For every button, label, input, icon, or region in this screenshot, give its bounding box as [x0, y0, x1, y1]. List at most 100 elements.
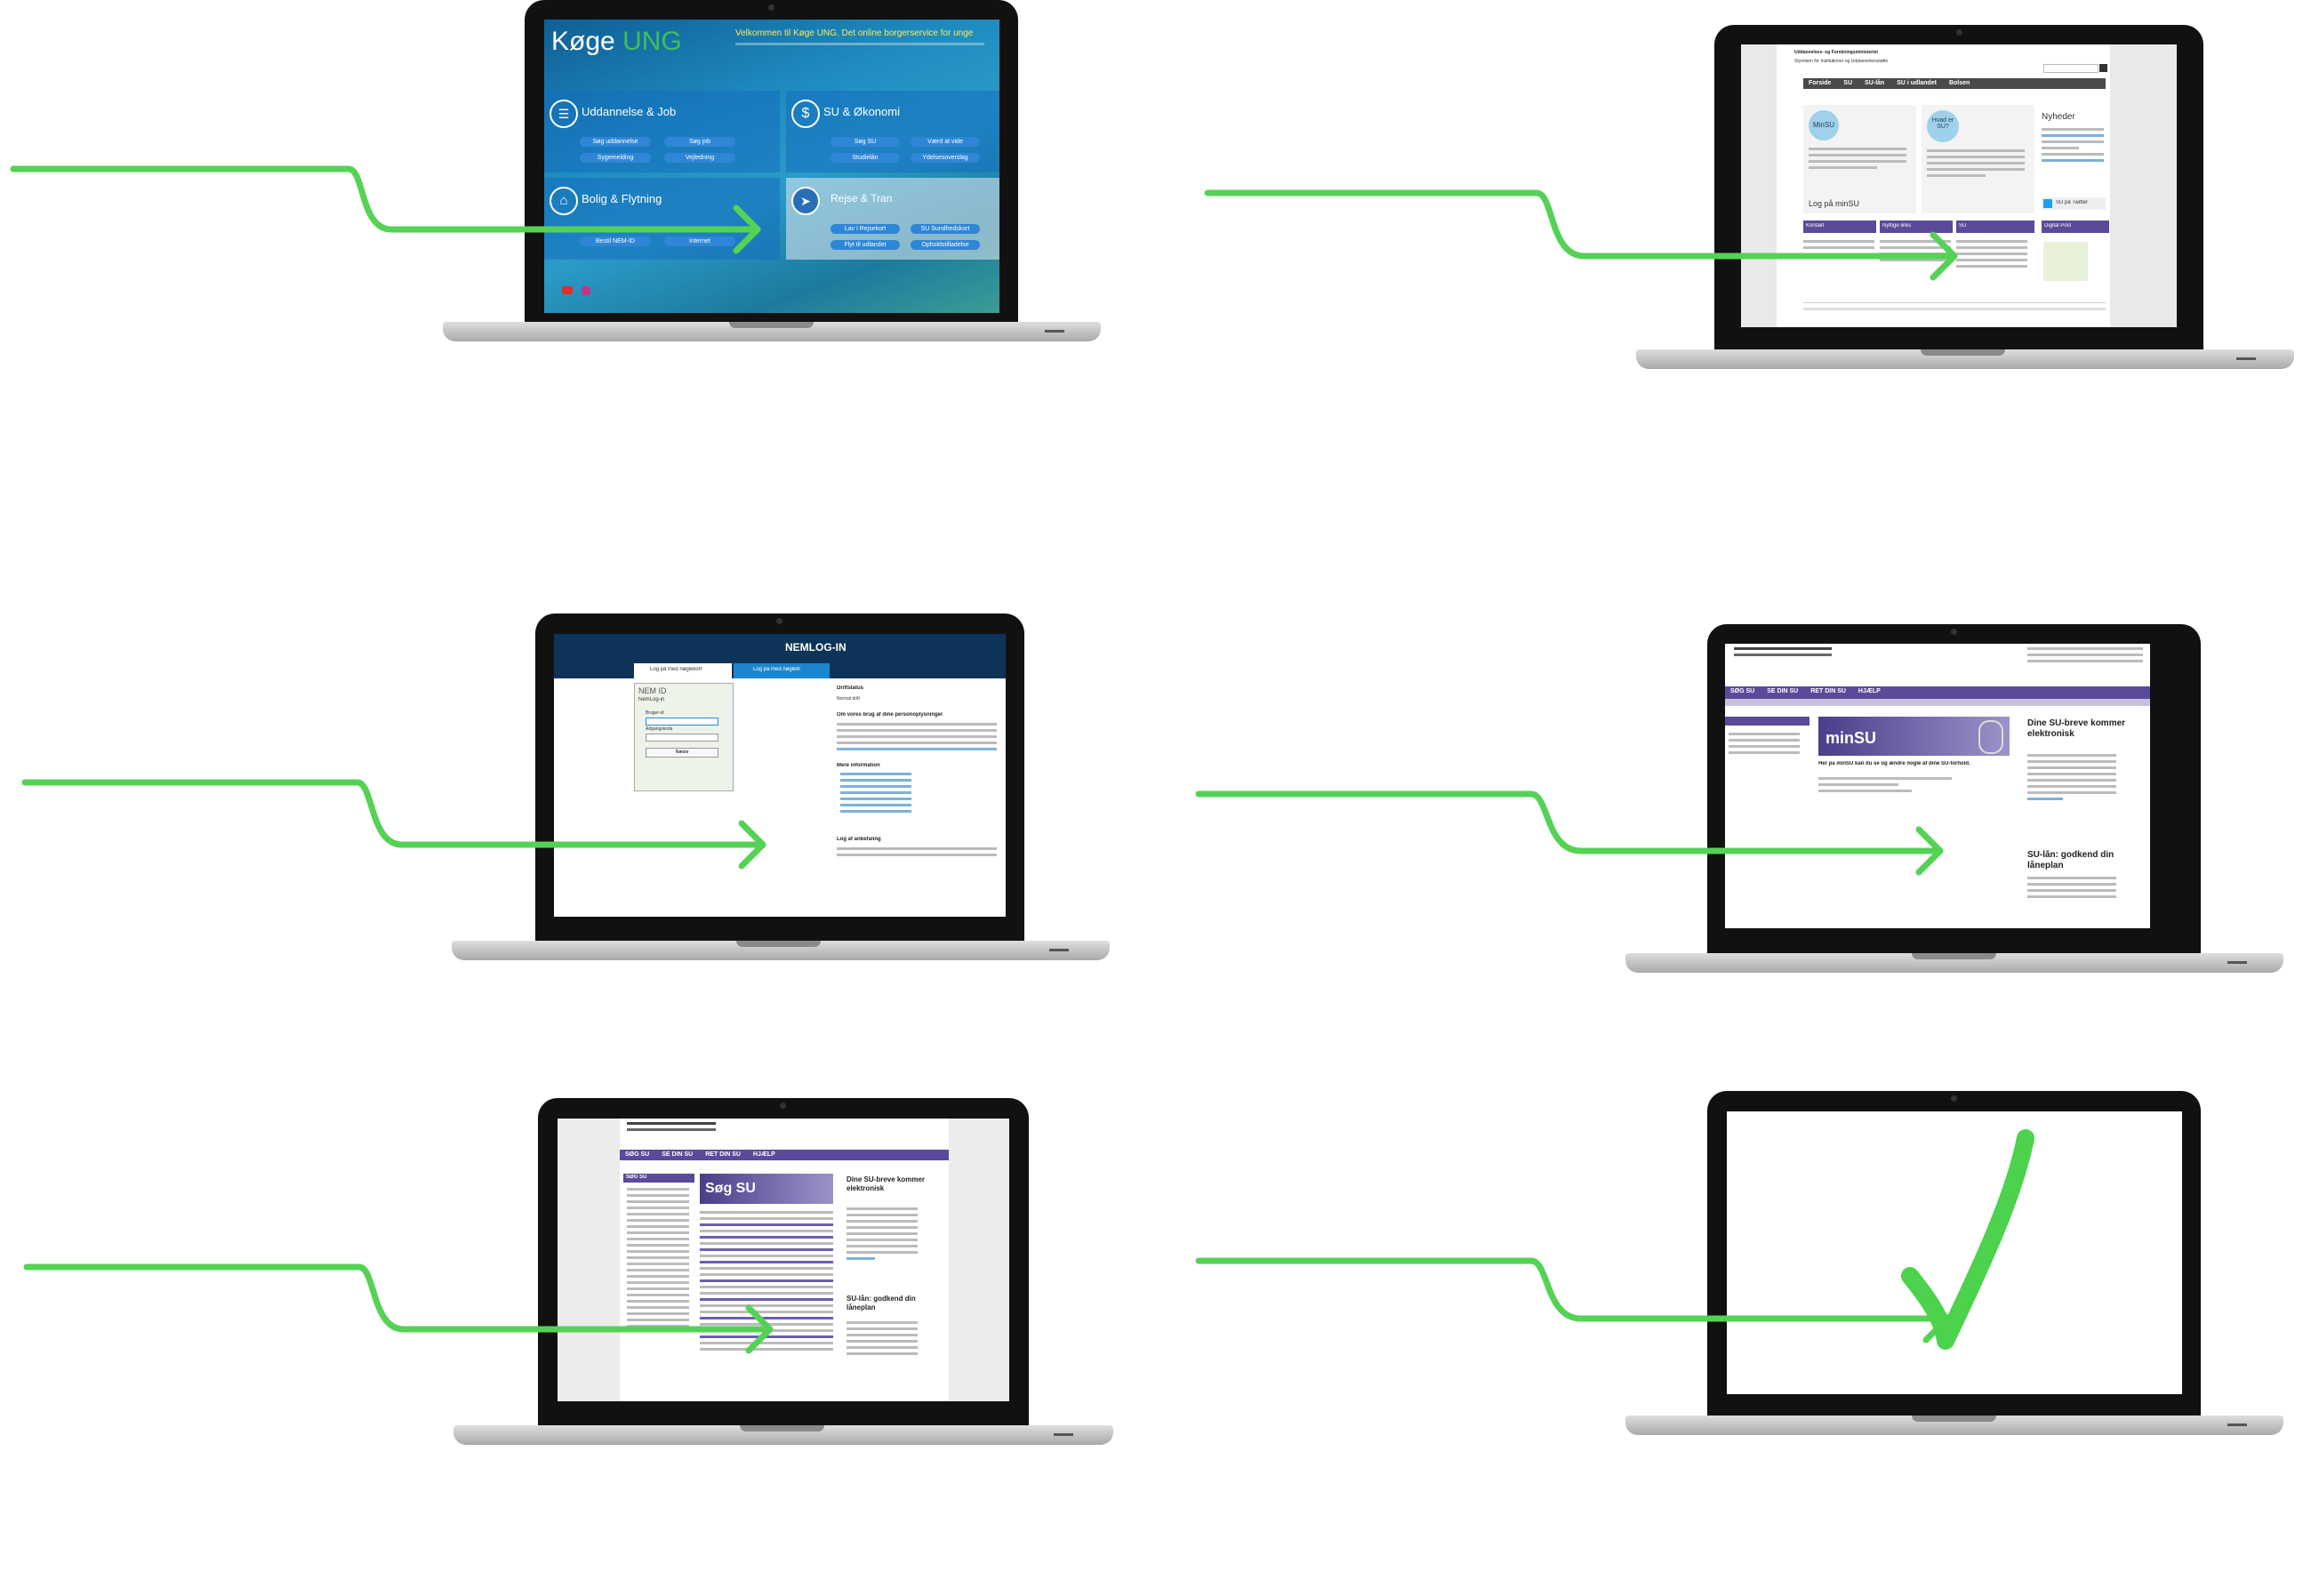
- tile-button[interactable]: Studielån: [831, 153, 900, 163]
- screen-su-home: Uddannelses- og Forskningsministeriet St…: [1741, 44, 2177, 327]
- side-menu: [627, 1188, 689, 1331]
- side-header: SØG SU: [623, 1174, 694, 1183]
- subnav: [1725, 699, 2150, 706]
- next-button[interactable]: Næste: [646, 748, 718, 758]
- right-text: [847, 1207, 918, 1263]
- nav-item[interactable]: RET DIN SU: [705, 1151, 741, 1158]
- search-icon[interactable]: [2099, 64, 2107, 72]
- tile-button[interactable]: Bestil NEM-ID: [580, 237, 651, 246]
- tile-uddannelse-job[interactable]: ☰ Uddannelse & Job Søg uddannelse Søg jo…: [544, 91, 780, 172]
- tab-keyfile[interactable]: Log på med nøglefil: [734, 663, 830, 678]
- laptop-notch: [736, 941, 821, 947]
- laptop-base: [443, 322, 1101, 341]
- book-icon: ☰: [550, 100, 578, 128]
- main-text: [700, 1211, 833, 1354]
- laptop-notch: [1921, 349, 2005, 356]
- nav-item[interactable]: Forside: [1809, 80, 1832, 86]
- ministry-header: [627, 1122, 716, 1135]
- laptop-base: [452, 941, 1110, 960]
- card-minsu[interactable]: MinSU Log på minSU: [1803, 105, 1916, 213]
- main-nav: Forside SU SU-lån SU i udlandet Bolsen: [1803, 78, 2106, 89]
- laptop-indicator: [1054, 1433, 1073, 1436]
- tile-title: SU & Økonomi: [823, 105, 900, 118]
- laptop-indicator: [1049, 949, 1069, 951]
- tile-button[interactable]: Lav i Rejsekort: [831, 224, 900, 234]
- login-subtitle: NemLog-in: [638, 697, 665, 702]
- dollar-icon: $: [791, 100, 820, 128]
- tab-su[interactable]: SU: [1956, 221, 2034, 233]
- search-input[interactable]: [2043, 64, 2098, 73]
- tile-button[interactable]: SU Sundhedskort: [911, 224, 980, 234]
- webcam: [780, 1103, 786, 1109]
- card-text: [1927, 149, 2025, 180]
- main-nav: SØG SU SE DIN SU RET DIN SU HJÆLP: [620, 1150, 949, 1160]
- tile-button[interactable]: Søg job: [664, 137, 735, 147]
- nav-item[interactable]: HJÆLP: [1858, 688, 1881, 694]
- nav-item[interactable]: HJÆLP: [752, 1151, 775, 1158]
- tile-button[interactable]: Værd at vide: [911, 137, 980, 147]
- laptop-indicator: [1045, 330, 1064, 333]
- intro-links: [1818, 777, 1952, 796]
- laptop-base: [1636, 349, 2294, 369]
- tab-nyttige-links[interactable]: Nyttige links: [1880, 221, 1953, 233]
- site-logo[interactable]: Køge UNG: [551, 27, 682, 56]
- tab-label: Digital Post: [2044, 223, 2072, 229]
- right-text: [847, 1321, 918, 1359]
- more-info-links: [840, 773, 911, 816]
- nav-item[interactable]: SØG SU: [1730, 688, 1755, 694]
- right-title: Dine SU-breve kommer elektronisk: [847, 1175, 926, 1192]
- password-input[interactable]: [646, 734, 718, 742]
- tile-su-okonomi[interactable]: $ SU & Økonomi Søg SU Værd at vide Studi…: [786, 91, 999, 172]
- laptop-base: [1625, 953, 2283, 973]
- tab-kontakt[interactable]: Kontakt: [1803, 221, 1876, 233]
- side-title: SØG SU: [626, 1175, 647, 1180]
- login-link[interactable]: Log på minSU: [1809, 199, 1860, 208]
- webcam: [1956, 29, 1962, 36]
- news-list: [2042, 128, 2104, 165]
- tile-button[interactable]: Ydelsesoverslag: [911, 153, 980, 163]
- tile-button[interactable]: Søg SU: [831, 137, 900, 147]
- tile-rejse[interactable]: ➤ Rejse & Transport Lav i Rejsekort SU S…: [786, 178, 999, 260]
- tab-label: Kontakt: [1806, 223, 1825, 229]
- tab-content: [1880, 240, 1951, 265]
- nav-item[interactable]: SU i udlandet: [1897, 80, 1937, 86]
- nav-item[interactable]: SU: [1843, 80, 1853, 86]
- tile-button[interactable]: Flyt til udlandet: [831, 240, 900, 250]
- screen-minsu: SØG SU SE DIN SU RET DIN SU HJÆLP minSU …: [1725, 644, 2150, 928]
- footer-links: [1803, 308, 2106, 314]
- twitter-link[interactable]: SU på Twitter: [2042, 197, 2106, 210]
- tile-button[interactable]: Internet: [664, 237, 735, 246]
- user-id-input[interactable]: [646, 718, 718, 726]
- nav-item[interactable]: SU-lån: [1865, 80, 1885, 86]
- tab-digital-post[interactable]: Digital Post: [2042, 221, 2109, 233]
- section-title: Om vores brug af dine personoplysninger: [837, 712, 943, 718]
- nav-item[interactable]: SE DIN SU: [662, 1151, 694, 1158]
- nav-item[interactable]: Bolsen: [1948, 80, 1970, 86]
- section-title: Mere information: [837, 763, 880, 768]
- webcam: [776, 618, 782, 624]
- tile-title: Uddannelse & Job: [582, 105, 677, 118]
- screen-nemlog-in: NEMLOG-IN Log på med nøglekort Log på me…: [554, 634, 1006, 917]
- nav-item[interactable]: SØG SU: [625, 1151, 650, 1158]
- tile-button[interactable]: Opholdstilladelse: [911, 240, 980, 250]
- tile-button[interactable]: Søg uddannelse: [580, 137, 651, 147]
- side-menu: [1729, 733, 1800, 758]
- youtube-icon[interactable]: [562, 286, 573, 294]
- nav-item[interactable]: SE DIN SU: [1767, 688, 1799, 694]
- right-text: [2027, 877, 2116, 902]
- screen-blank: [1727, 1111, 2182, 1394]
- house-icon: ⌂: [550, 187, 578, 215]
- digital-post-promo[interactable]: [2043, 242, 2088, 281]
- tab-keycard[interactable]: Log på med nøglekort: [634, 663, 732, 678]
- tile-button[interactable]: Sygemelding: [580, 153, 651, 163]
- tab-content: [1803, 240, 1874, 253]
- laptop-notch: [740, 1425, 824, 1432]
- sog-su-banner: Søg SU: [700, 1174, 833, 1204]
- agency-name: Styrelsen for Institutioner og Uddannels…: [1794, 59, 1889, 64]
- tile-bolig-flytning[interactable]: ⌂ Bolig & Flytning Bestil NEM-ID Interne…: [544, 178, 780, 260]
- nav-item[interactable]: RET DIN SU: [1810, 688, 1846, 694]
- tile-button[interactable]: Vejledning: [664, 153, 735, 163]
- intro-text: Her på minSU kan du se og ændre nogle af…: [1818, 761, 1970, 766]
- card-hvad-er-su[interactable]: Hvad er SU?: [1922, 105, 2034, 213]
- instagram-icon[interactable]: [582, 286, 590, 295]
